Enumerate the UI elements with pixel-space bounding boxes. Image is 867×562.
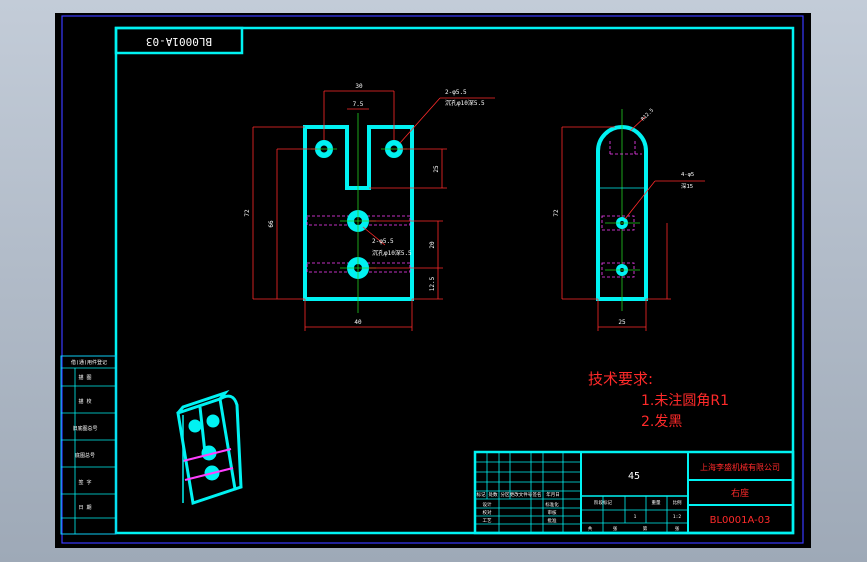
- leader-line-1: [399, 97, 441, 144]
- tb-label-standardize: 标准化: [545, 501, 559, 508]
- left-row-6: 日 期: [78, 505, 91, 511]
- left-row-1: 描 图: [78, 374, 91, 381]
- dim-bottom-offset: 12.5: [429, 276, 436, 291]
- material-value: 45: [628, 471, 640, 482]
- tb-label-sign: 签名: [533, 491, 542, 498]
- dim-slot-width: 7.5: [353, 101, 364, 108]
- front-view: 30 7.5 2-φ5.5 沉孔φ10深5.5 72 66 25 20 12.5…: [244, 83, 495, 331]
- dim-side-height: 72: [553, 209, 560, 217]
- leader-line-3: [362, 226, 386, 246]
- dim-hole-spacing-top: 25: [433, 165, 440, 173]
- tb-label-scale: 比例: [673, 499, 682, 506]
- cad-drawing-canvas: BL0001A-03 30 7.5 2-φ5.5 沉孔φ10深: [60, 15, 804, 544]
- iso-hole-2: [206, 414, 220, 428]
- note-hole-top-2: 沉孔φ10深5.5: [445, 99, 485, 107]
- leader-line-5: [624, 180, 656, 220]
- side-view: R12.5 4-φ5 深15 72 25: [553, 108, 705, 331]
- tb-label-date: 年月日: [546, 491, 560, 498]
- tb-label-change-doc: 更改文件号: [510, 491, 533, 498]
- top-code-text: BL0001A-03: [146, 35, 212, 48]
- isometric-view: [176, 389, 243, 505]
- iso-hatch-2: [184, 467, 234, 481]
- tb-scale-value: 1:2: [673, 514, 681, 520]
- left-row-2: 描 校: [78, 398, 91, 405]
- tb-label-count: 处数: [489, 491, 498, 498]
- tb-label-sheet: 张: [613, 525, 618, 532]
- leader-line-4: [629, 116, 646, 132]
- left-table-frame: [60, 355, 117, 535]
- dim-overall-height: 72: [244, 209, 251, 217]
- iso-hatch-1: [182, 448, 232, 462]
- iso-hole-1: [188, 419, 202, 433]
- tb-label-weight: 重量: [652, 499, 661, 506]
- title-block: 标记 处数 分区 更改文件号 签名 年月日 设计 标准化 校对 审核 工艺 批准…: [473, 450, 795, 535]
- tb-label-page: 第: [643, 525, 648, 532]
- tb-label-stage: 阶段标记: [594, 499, 612, 506]
- tb-label-total: 共: [588, 525, 593, 532]
- dim-front-width: 40: [354, 319, 362, 326]
- sheet-outer-border: [61, 15, 804, 544]
- tb-label-checker: 审核: [548, 509, 557, 516]
- tb-label-zone: 分区: [501, 491, 510, 498]
- tb-label-craft: 工艺: [483, 518, 492, 524]
- note-side-hole-2: 深15: [681, 182, 693, 190]
- note-hole-mid: 2-φ5.5: [372, 238, 394, 245]
- front-outline: [303, 125, 414, 301]
- side-hidden-hole-upper: [601, 215, 635, 231]
- side-outline: [596, 125, 648, 301]
- drawing-sheet: BL0001A-03 30 7.5 2-φ5.5 沉孔φ10深: [55, 13, 811, 548]
- left-row-0: 借(通)用件登记: [71, 359, 107, 366]
- tech-req-item-1: 1.未注圆角R1: [641, 393, 729, 409]
- note-hole-top: 2-φ5.5: [445, 89, 467, 96]
- dim-side-width: 25: [618, 319, 626, 326]
- note-hole-mid-2: 沉孔φ10深5.5: [372, 249, 412, 257]
- tb-label-page-sheet: 张: [675, 525, 680, 532]
- side-hidden-hole-lower: [601, 262, 635, 278]
- drawing-number: BL0001A-03: [710, 515, 771, 526]
- tb-label-mark: 标记: [477, 491, 486, 498]
- top-code-box: [114, 26, 244, 55]
- left-row-5: 签 字: [78, 479, 91, 486]
- dim-hole-spacing-mid: 20: [429, 241, 436, 249]
- tb-label-designer: 设计: [483, 501, 492, 508]
- sheet-inner-border: [114, 26, 795, 535]
- tb-label-review: 校对: [483, 509, 492, 516]
- left-row-3: 旧底图总号: [72, 425, 97, 432]
- tb-label-approve: 批准: [548, 517, 557, 524]
- title-block-frame: [473, 450, 795, 535]
- dim-side-radius: R12.5: [640, 108, 655, 123]
- left-registration-table: 借(通)用件登记 描 图 描 校 旧底图总号 底图总号 签 字 日 期: [60, 355, 117, 535]
- iso-top-edge: [176, 389, 230, 414]
- dim-inner-height: 66: [268, 220, 275, 228]
- tb-qty-value: 1: [634, 514, 637, 520]
- dim-top-width: 30: [355, 83, 363, 90]
- iso-slot: [198, 406, 207, 454]
- note-side-hole: 4-φ5: [681, 172, 694, 178]
- tech-req-title: 技术要求:: [588, 370, 653, 388]
- left-row-4: 底图总号: [75, 452, 95, 459]
- part-name: 右座: [731, 487, 749, 499]
- company-name: 上海李盛机械有限公司: [700, 462, 780, 472]
- tech-req-item-2: 2.发黑: [641, 414, 682, 430]
